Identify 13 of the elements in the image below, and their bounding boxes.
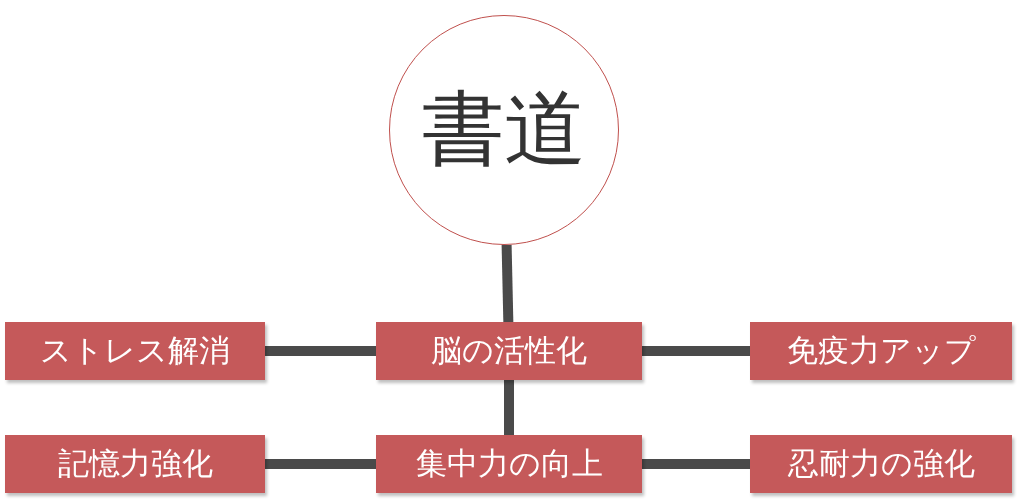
benefit-box: 忍耐力の強化: [750, 435, 1012, 493]
connector-line: [642, 459, 750, 469]
title-text: 書道: [422, 80, 586, 178]
benefit-box: 集中力の向上: [376, 435, 642, 493]
connector-line: [504, 380, 514, 435]
benefit-box: 記憶力強化: [5, 435, 265, 493]
connector-line: [265, 459, 376, 469]
benefit-box: ストレス解消: [5, 322, 265, 380]
connector-line: [501, 244, 514, 323]
connector-line: [642, 346, 750, 356]
benefit-box: 免疫力アップ: [750, 322, 1012, 380]
connector-line: [265, 346, 376, 356]
benefit-box: 脳の活性化: [376, 322, 642, 380]
